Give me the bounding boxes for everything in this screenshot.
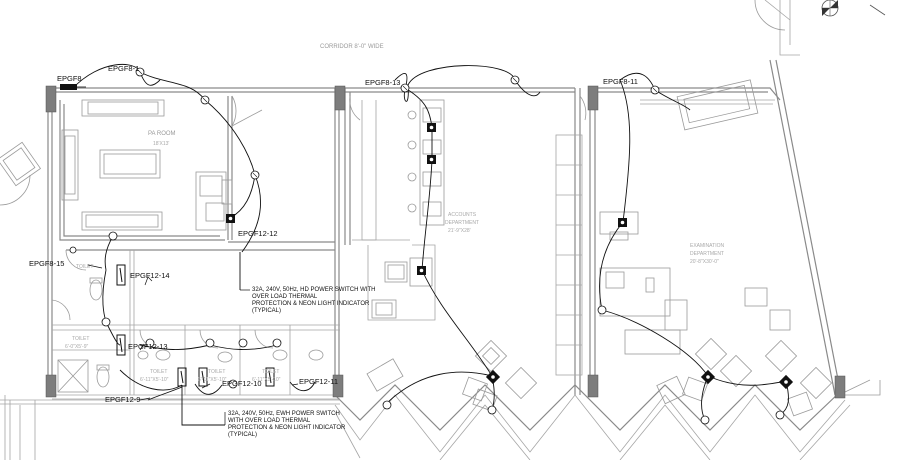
note-1-line-2: OVER LOAD THERMAL xyxy=(252,294,318,300)
toilet-1-size: 6'-0"X5'-9" xyxy=(65,344,88,350)
circuit-label-epgf12-14: EPGF12-14 xyxy=(130,271,170,280)
exam-size: 20'-8"X30'-0" xyxy=(690,259,719,265)
light-fixture-icon xyxy=(69,67,785,425)
exam-furniture xyxy=(599,79,791,355)
note-ewh-power-switch: 32A, 240V, 50Hz, EWH POWER SWITCH WITH O… xyxy=(228,411,346,438)
note-1-line-3: PROTECTION & NEON LIGHT INDICATOR xyxy=(252,301,370,307)
power-outlet-icon xyxy=(226,123,794,390)
circuit-label-epgf12-13: EPGF12-13 xyxy=(128,342,168,351)
power-switch-icon xyxy=(116,264,275,387)
note-hd-power-switch: 32A, 240V, 50Hz, HD POWER SWITCH WITH OV… xyxy=(252,287,375,314)
pa-room-size: 18'X13' xyxy=(153,141,169,147)
toilet-3-label: TOILET xyxy=(208,369,225,375)
note-1-line-1: 32A, 240V, 50Hz, HD POWER SWITCH WITH xyxy=(252,287,375,293)
circuit-label-epgf8-13: EPGF8-13 xyxy=(365,78,400,87)
toilet-4-label: TOILET xyxy=(262,369,279,375)
circuit-label-epgf8-1: EPGF8-1 xyxy=(108,64,139,73)
circuit-label-epgf12-9: EPGF12-9 xyxy=(105,395,140,404)
circuit-label-epgf12-11: EPGF12-11 xyxy=(299,377,338,386)
accounts-size: 21'-9"X28' xyxy=(448,228,471,234)
toilet-2-label: TOILET xyxy=(150,369,167,375)
pa-room-label: PA ROOM xyxy=(148,131,176,137)
toilet-5-label: TOILET xyxy=(76,264,93,270)
structural-column-icon xyxy=(45,85,846,399)
filing-cabinets xyxy=(555,134,583,376)
accounts-label-2: DEPARTMENT xyxy=(445,220,479,226)
walls xyxy=(0,0,851,460)
toilet-3-size: 6'-11"X5'-10" xyxy=(198,377,227,383)
circuit-label-epgf8-11: EPGF8-11 xyxy=(603,77,638,86)
circuit-label-epgf8: EPGF8 xyxy=(57,74,82,83)
note-1-line-4: (TYPICAL) xyxy=(252,308,281,314)
accounts-furniture xyxy=(371,99,445,319)
workstations xyxy=(366,337,833,417)
pa-room-furniture xyxy=(0,99,233,231)
epgf8-marker xyxy=(60,84,86,90)
note-2-line-1: 32A, 240V, 50Hz, EWH POWER SWITCH xyxy=(228,411,340,417)
compass-icon xyxy=(821,0,886,17)
corridor-label: CORRIDOR 8'-0" WIDE xyxy=(320,44,384,50)
toilet-4-size: 6'-11"X5'-10" xyxy=(252,377,281,383)
circuit-label-epgf12-12: EPGF12-12 xyxy=(238,229,278,238)
note-2-line-2: WITH OVER LOAD THERMAL xyxy=(228,418,311,424)
leader-arrows xyxy=(87,264,299,425)
exam-label: EXAMINATION xyxy=(690,243,724,249)
toilet-1-label: TOILET xyxy=(72,336,89,342)
door-swing-icon xyxy=(0,0,881,396)
accounts-label: ACCOUNTS xyxy=(448,212,477,218)
exam-label-2: DEPARTMENT xyxy=(690,251,724,257)
note-2-line-4: (TYPICAL) xyxy=(228,432,257,438)
circuit-label-epgf8-15: EPGF8-15 xyxy=(29,259,64,268)
toilet-2-size: 6'-11"X5'-10" xyxy=(140,377,169,383)
circuit-label-epgf12-10: EPGF12-10 xyxy=(222,379,262,388)
toilet-fixtures xyxy=(57,277,324,393)
note-2-line-3: PROTECTION & NEON LIGHT INDICATOR xyxy=(228,425,346,431)
